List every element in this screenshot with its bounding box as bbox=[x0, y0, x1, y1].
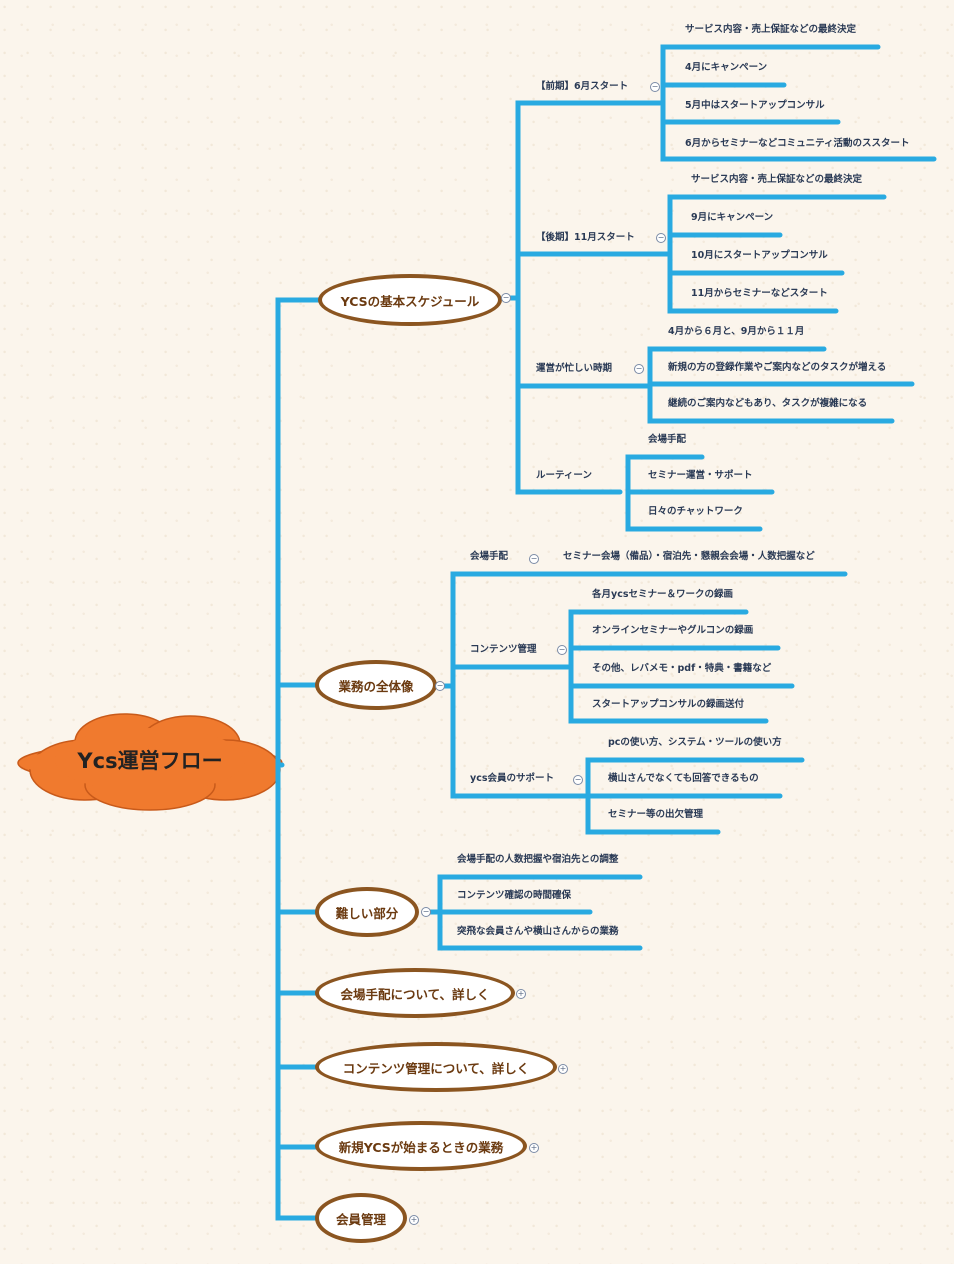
collapse-toggle-icon[interactable]: − bbox=[650, 82, 660, 92]
leaf-early-3[interactable]: 5月中はスタートアップコンサル bbox=[685, 100, 825, 111]
branch-routine[interactable]: ルーティーン bbox=[536, 470, 592, 481]
node-contents-detail[interactable]: コンテンツ管理について、詳しく bbox=[315, 1042, 557, 1092]
collapse-toggle-icon[interactable]: − bbox=[435, 681, 445, 691]
leaf-busy-2[interactable]: 新規の方の登録作業やご案内などのタスクが増える bbox=[668, 362, 887, 373]
leaf-difficult-2[interactable]: コンテンツ確認の時間確保 bbox=[457, 890, 572, 901]
collapse-toggle-icon[interactable]: − bbox=[634, 364, 644, 374]
node-schedule-label: YCSの基本スケジュール bbox=[340, 293, 480, 309]
node-venue-detail[interactable]: 会場手配について、詳しく bbox=[315, 968, 515, 1018]
collapse-toggle-icon[interactable]: − bbox=[656, 233, 666, 243]
expand-toggle-icon[interactable]: + bbox=[409, 1215, 419, 1225]
leaf-late-2[interactable]: 9月にキャンペーン bbox=[691, 212, 774, 223]
leaf-late-4[interactable]: 11月からセミナーなどスタート bbox=[691, 288, 828, 299]
branch-support[interactable]: ycs会員のサポート bbox=[470, 773, 554, 784]
node-difficult-label: 難しい部分 bbox=[335, 905, 399, 921]
leaf-busy-1[interactable]: 4月から６月と、9月から１１月 bbox=[668, 326, 805, 337]
collapse-toggle-icon[interactable]: − bbox=[573, 775, 583, 785]
leaf-early-4[interactable]: 6月からセミナーなどコミュニティ活動のススタート bbox=[685, 138, 910, 149]
expand-toggle-icon[interactable]: + bbox=[529, 1143, 539, 1153]
branch-contents[interactable]: コンテンツ管理 bbox=[470, 644, 537, 655]
root-node[interactable]: Ycs運営フロー bbox=[60, 735, 240, 785]
node-overview[interactable]: 業務の全体像 bbox=[315, 660, 437, 710]
leaf-difficult-3[interactable]: 突飛な会員さんや横山さんからの業務 bbox=[457, 926, 619, 937]
leaf-early-2[interactable]: 4月にキャンペーン bbox=[685, 62, 768, 73]
collapse-toggle-icon[interactable]: − bbox=[529, 554, 539, 564]
node-member-label: 会員管理 bbox=[335, 1211, 386, 1227]
leaf-contents-3[interactable]: その他、レバメモ・pdf・特典・書籍など bbox=[592, 663, 772, 674]
leaf-routine-2[interactable]: セミナー運営・サポート bbox=[648, 470, 753, 481]
expand-toggle-icon[interactable]: + bbox=[558, 1064, 568, 1074]
leaf-venue-1[interactable]: セミナー会場（備品）・宿泊先・懇親会会場・人数把握など bbox=[563, 551, 815, 562]
leaf-routine-1[interactable]: 会場手配 bbox=[648, 434, 687, 445]
expand-toggle-icon[interactable]: + bbox=[516, 989, 526, 999]
node-new-ycs[interactable]: 新規YCSが始まるときの業務 bbox=[315, 1121, 527, 1171]
leaf-early-1[interactable]: サービス内容・売上保証などの最終決定 bbox=[685, 24, 857, 35]
branch-late[interactable]: 【後期】11月スタート bbox=[536, 232, 635, 243]
node-overview-label: 業務の全体像 bbox=[338, 678, 414, 694]
leaf-busy-3[interactable]: 継続のご案内などもあり、タスクが複雑になる bbox=[668, 398, 868, 409]
branch-early[interactable]: 【前期】6月スタート bbox=[536, 81, 629, 92]
collapse-toggle-icon[interactable]: − bbox=[501, 293, 511, 303]
leaf-routine-3[interactable]: 日々のチャットワーク bbox=[648, 506, 743, 517]
leaf-late-1[interactable]: サービス内容・売上保証などの最終決定 bbox=[691, 174, 863, 185]
leaf-difficult-1[interactable]: 会場手配の人数把握や宿泊先との調整 bbox=[457, 854, 619, 865]
leaf-contents-4[interactable]: スタートアップコンサルの録画送付 bbox=[592, 699, 745, 710]
root-label: Ycs運営フロー bbox=[77, 749, 223, 773]
node-venue-detail-label: 会場手配について、詳しく bbox=[340, 986, 490, 1002]
node-schedule[interactable]: YCSの基本スケジュール bbox=[318, 274, 502, 326]
node-new-ycs-label: 新規YCSが始まるときの業務 bbox=[338, 1139, 504, 1155]
node-difficult[interactable]: 難しい部分 bbox=[315, 887, 419, 937]
collapse-toggle-icon[interactable]: − bbox=[421, 907, 431, 917]
node-member[interactable]: 会員管理 bbox=[315, 1193, 407, 1243]
leaf-contents-2[interactable]: オンラインセミナーやグルコンの録画 bbox=[592, 625, 754, 636]
leaf-support-1[interactable]: pcの使い方、システム・ツールの使い方 bbox=[608, 737, 782, 748]
collapse-toggle-icon[interactable]: − bbox=[557, 645, 567, 655]
root-cloud-shape bbox=[17, 713, 283, 811]
branch-busy[interactable]: 運営が忙しい時期 bbox=[536, 363, 613, 374]
branch-venue[interactable]: 会場手配 bbox=[470, 551, 509, 562]
leaf-support-3[interactable]: セミナー等の出欠管理 bbox=[608, 809, 704, 820]
leaf-late-3[interactable]: 10月にスタートアップコンサル bbox=[691, 250, 828, 261]
leaf-contents-1[interactable]: 各月ycsセミナー＆ワークの録画 bbox=[592, 589, 733, 600]
node-contents-detail-label: コンテンツ管理について、詳しく bbox=[342, 1060, 530, 1076]
leaf-support-2[interactable]: 横山さんでなくても回答できるもの bbox=[608, 773, 759, 784]
